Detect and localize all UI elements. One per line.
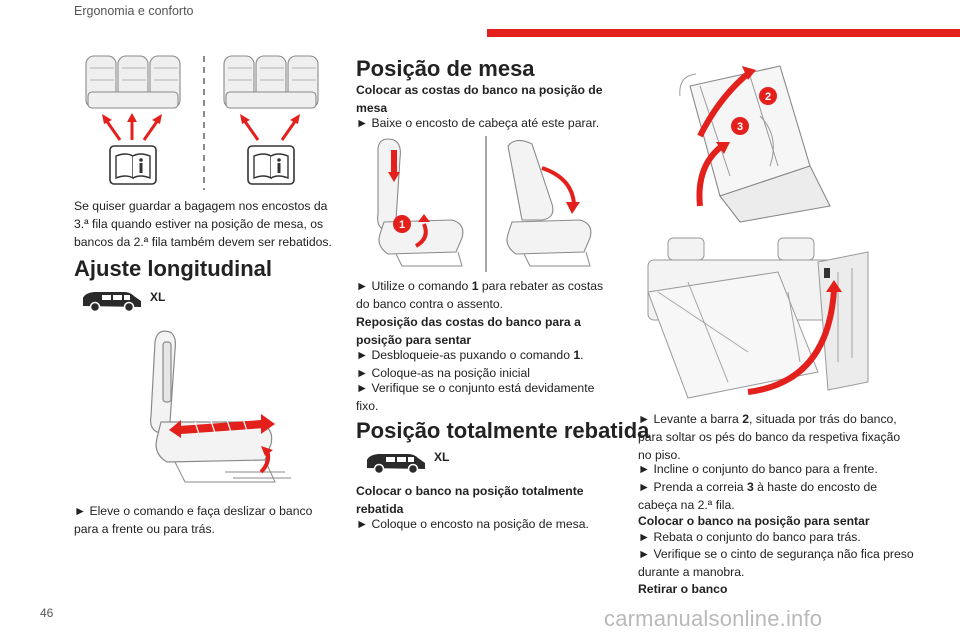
step-verify: ► Verifique se o conjunto está devidamen… <box>356 381 595 413</box>
bench-note: Se quiser guardar a bagagem nos encostos… <box>74 199 332 249</box>
step-belt: ► Verifique se o cinto de segurança não … <box>638 547 914 579</box>
version-badge-middle: XL <box>434 450 450 464</box>
manual-book-icon <box>109 145 157 185</box>
folded-subtitle: Colocar o banco na posição totalmente re… <box>356 484 584 516</box>
step-control: ► Utilize o comando 1 para rebater as co… <box>356 279 604 311</box>
sit-position-title: Colocar o banco na posição para sentar <box>638 514 870 528</box>
step-initial: ► Coloque-as na posição inicial <box>356 366 530 380</box>
section-title: Ergonomia e conforto <box>74 4 194 18</box>
watermark: carmanualsonline.info <box>604 606 823 631</box>
callout-3: 3 <box>737 121 743 133</box>
seat-slide-figure <box>115 322 295 492</box>
version-badge-left: XL <box>150 290 166 304</box>
step-strap: ► Prenda a correia 3 à haste do encosto … <box>638 480 878 512</box>
header-accent-bar <box>487 29 960 37</box>
rear-bench-luggage-figure <box>74 52 334 192</box>
step-backrest: ► Coloque o encosto na posição de mesa. <box>356 517 589 531</box>
reposition-title: Reposição das costas do banco para a pos… <box>356 315 581 347</box>
interior-folded-figure <box>628 232 888 400</box>
step-tilt: ► Incline o conjunto do banco para a fre… <box>638 462 878 476</box>
table-subtitle: Colocar as costas do banco na posição de… <box>356 83 603 115</box>
step-fold-back: ► Rebata o conjunto do banco para trás. <box>638 530 861 544</box>
van-icon-middle <box>364 450 428 476</box>
heading-table-position: Posição de mesa <box>356 56 535 81</box>
page-number: 46 <box>40 606 54 620</box>
remove-seat-title: Retirar o banco <box>638 582 728 596</box>
instruction-slide: ► Eleve o comando e faça deslizar o banc… <box>74 504 313 536</box>
callout-1: 1 <box>399 219 405 231</box>
van-icon <box>80 288 144 314</box>
step-headrest: ► Baixe o encosto de cabeça até este par… <box>356 116 600 130</box>
seat-table-position-figure: 1 <box>366 134 604 274</box>
step-lift-bar: ► Levante a barra 2, situada por trás do… <box>638 412 901 462</box>
seat-tilt-figure: 2 3 <box>660 56 870 224</box>
heading-folded-position: Posição totalmente rebatida <box>356 418 650 443</box>
heading-longitudinal: Ajuste longitudinal <box>74 256 272 281</box>
callout-2: 2 <box>765 91 771 103</box>
step-unlock: ► Desbloqueie-as puxando o comando 1. <box>356 348 584 362</box>
